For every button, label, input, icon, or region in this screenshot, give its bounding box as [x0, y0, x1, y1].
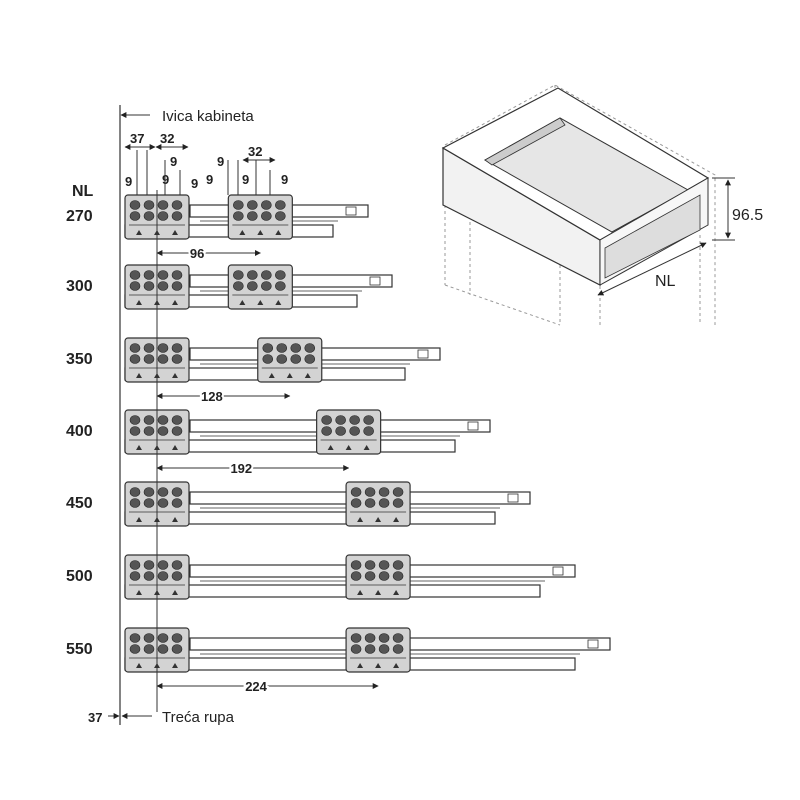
- rear-bracket: [227, 194, 293, 240]
- dim-32-left: 32: [160, 131, 174, 146]
- dim-9: 9: [242, 172, 249, 187]
- rear-bracket: [345, 627, 411, 673]
- rear-bracket: [227, 264, 293, 310]
- drawer-illustration: 96.5 NL: [441, 84, 763, 326]
- nl-value: 500: [66, 568, 93, 585]
- spacing-value: 192: [230, 461, 252, 476]
- runner-row-450: 450: [66, 481, 531, 527]
- cabinet-edge-label: Ivica kabineta: [162, 108, 254, 125]
- dim-9: 9: [162, 172, 169, 187]
- dim-9: 9: [206, 172, 213, 187]
- height-dim: 96.5: [732, 207, 763, 224]
- runner-row-270: 270 96: [66, 194, 369, 263]
- nl-value: 270: [66, 208, 93, 225]
- dim-9: 9: [191, 176, 198, 191]
- spacing-value: 128: [201, 389, 223, 404]
- dim-32-right: 32: [248, 144, 262, 159]
- runner-row-300: 300: [66, 264, 393, 310]
- third-hole-label: Treća rupa: [162, 709, 235, 726]
- dim-9: 9: [217, 154, 224, 169]
- rear-bracket: [316, 409, 382, 455]
- drawer-nl-label: NL: [655, 273, 676, 290]
- dim-9: 9: [281, 172, 288, 187]
- nl-value: 550: [66, 641, 93, 658]
- dim-9: 9: [170, 154, 177, 169]
- runner-row-500: 500: [66, 554, 576, 600]
- nl-value: 450: [66, 495, 93, 512]
- nl-value: 350: [66, 351, 93, 368]
- nl-value: 300: [66, 278, 93, 295]
- dim-9: 9: [125, 174, 132, 189]
- runner-row-350: 350 128: [66, 337, 441, 406]
- runner-row-400: 400 192: [66, 409, 491, 478]
- rear-bracket: [345, 554, 411, 600]
- spacing-value: 224: [245, 679, 267, 694]
- rear-bracket: [345, 481, 411, 527]
- runner-row-550: 550 224: [66, 627, 611, 696]
- dim-37: 37: [130, 131, 144, 146]
- nl-header: NL: [72, 183, 94, 200]
- rear-bracket: [257, 337, 323, 383]
- spacing-value: 96: [190, 246, 204, 261]
- top-dimensions: 37 32 32 9 9 9 9 9 9 9 9: [124, 131, 288, 195]
- offset-37: 37: [88, 710, 102, 725]
- runner-rows: 270 96 300 350 128 400 192 450 500 550 224: [66, 190, 611, 712]
- bottom-annotation: 37 Treća rupa: [88, 709, 235, 726]
- nl-value: 400: [66, 423, 93, 440]
